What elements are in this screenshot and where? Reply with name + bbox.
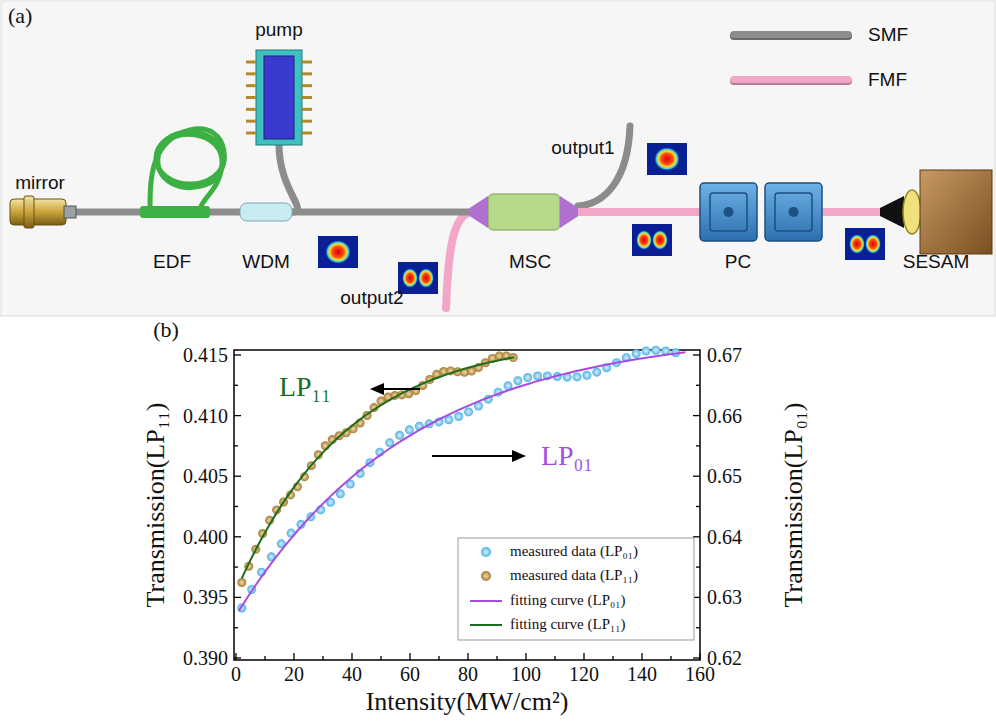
component-label: pump — [255, 19, 303, 41]
panel-ground — [1, 1, 995, 316]
mode-selective-coupler: MSC — [470, 194, 578, 230]
legend-text: fitting curve (LP₁₁) — [510, 616, 625, 633]
edf-coil — [150, 129, 224, 210]
tick-label: 0 — [231, 663, 241, 686]
legend-swatch — [730, 31, 852, 40]
edf-fiber: EDF — [140, 206, 210, 218]
panel-label: (b) — [153, 317, 179, 342]
tick-label: 0.66 — [707, 404, 742, 427]
component-label: mirror — [15, 172, 65, 194]
tick-label: 20 — [284, 663, 304, 686]
component-label: SESAM — [903, 251, 970, 273]
component-shape — [246, 50, 312, 145]
component-label: MSC — [509, 251, 551, 273]
tick-label: 0.65 — [707, 465, 742, 488]
tick-label: 80 — [458, 663, 478, 686]
component-shape — [140, 206, 210, 218]
sesam-absorber: SESAM — [880, 170, 992, 254]
tick-label: 0.67 — [707, 344, 742, 367]
legend-text: measured data (LP₀₁) — [510, 543, 638, 560]
component-shape — [880, 170, 992, 254]
tick-label: 100 — [511, 663, 541, 686]
plot-frame — [234, 350, 700, 660]
curve-annotation: LP₀₁ — [541, 440, 593, 472]
annotation-arrow — [370, 383, 526, 462]
component-shape — [10, 196, 76, 228]
panel-label: (a) — [8, 3, 32, 28]
port-label: output2 — [340, 287, 403, 309]
tick-label: 160 — [685, 663, 715, 686]
axis-title: Intensity(MW/cm²) — [366, 687, 569, 717]
component-shape — [240, 203, 292, 221]
wdm-coupler: WDM — [240, 203, 292, 221]
tick-label: 0.410 — [183, 404, 228, 427]
fiber-connector — [578, 208, 700, 216]
fiber-connector — [210, 209, 240, 216]
tick-label: 0.64 — [707, 525, 742, 548]
axis-title: Transmission(LP₁₁) — [141, 403, 171, 608]
curve-annotation: LP₁₁ — [279, 371, 331, 403]
tick-label: 60 — [400, 663, 420, 686]
component-shape — [700, 183, 822, 241]
tick-label: 0.395 — [183, 586, 228, 609]
polarization-controller: PC — [700, 183, 822, 241]
component-label: PC — [725, 251, 751, 273]
fiber-connector — [279, 145, 298, 212]
tick-label: 40 — [342, 663, 362, 686]
component-label: WDM — [242, 251, 289, 273]
port-label: output1 — [551, 137, 614, 159]
legend-box — [458, 538, 694, 640]
tick-label: 0.390 — [183, 647, 228, 670]
tick-label: 120 — [569, 663, 599, 686]
fiber-connector — [822, 208, 880, 216]
tick-label: 0.63 — [707, 586, 742, 609]
axis-title: Transmission(LP₀₁) — [779, 403, 809, 608]
legend-samples — [470, 547, 502, 625]
fiber-connector — [76, 209, 140, 216]
fiber-connector — [292, 209, 470, 216]
pump-laser: pump — [246, 50, 312, 145]
axis-ticks — [234, 355, 700, 660]
tick-label: 0.415 — [183, 344, 228, 367]
legend-text: measured data (LP₁₁) — [510, 567, 638, 584]
legend-text: FMF — [868, 69, 907, 91]
tick-label: 0.405 — [183, 465, 228, 488]
output2-fiber — [446, 212, 472, 308]
mirror-part: mirror — [10, 196, 76, 228]
legend-text: fitting curve (LP₀₁) — [510, 592, 625, 609]
mode-profiles — [318, 143, 885, 294]
tick-label: 0.400 — [183, 525, 228, 548]
legend-swatch — [730, 76, 852, 85]
tick-label: 140 — [627, 663, 657, 686]
component-shape — [470, 194, 578, 230]
legend-text: SMF — [868, 24, 908, 46]
component-label: EDF — [153, 251, 191, 273]
